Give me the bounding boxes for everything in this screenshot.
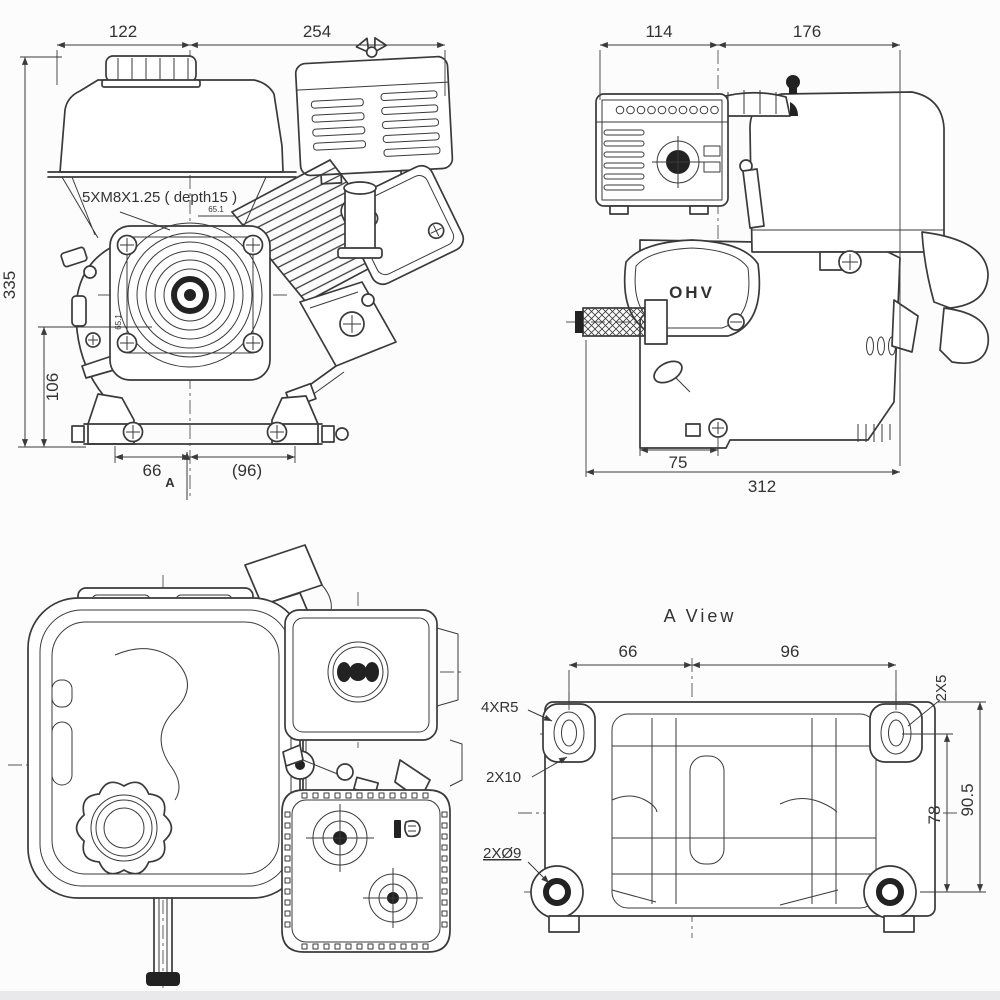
mount-hole-bottom-left — [530, 865, 584, 933]
mount-slot-top-right — [869, 703, 923, 763]
crankshaft-top — [146, 897, 180, 986]
front-view-engine-art — [47, 37, 465, 445]
a-view-dimensions: 66 96 2X5 4XR5 2X10 2XØ9 78 90.5 — [481, 642, 986, 893]
side-view: OHV 114 176 — [566, 22, 990, 496]
recoil-shroud — [109, 225, 271, 381]
fuel-tank-front — [59, 79, 284, 173]
front-view: 122 254 335 106 66 (96) A 5XM8X1.25 ( de… — [0, 22, 465, 500]
pto-shaft — [575, 299, 668, 345]
intake-tube — [344, 185, 376, 253]
top-view-engine-art — [27, 544, 463, 986]
dim-75: 75 — [669, 453, 688, 472]
muffler-front — [294, 37, 454, 185]
a-view: A View — [481, 606, 986, 938]
dim-106: 106 — [43, 373, 62, 401]
recoil-housing-top — [281, 789, 451, 953]
dim-176: 176 — [793, 22, 821, 41]
mount-slot-top-left — [542, 703, 596, 763]
a-view-base-plate — [530, 701, 936, 933]
note-2xd9: 2XØ9 — [483, 845, 521, 862]
vent-perforations — [284, 792, 448, 950]
footer-strip — [0, 991, 1000, 1000]
mount-hole-bottom-right — [863, 865, 917, 933]
muffler-side — [595, 93, 729, 215]
ohv-label: OHV — [669, 283, 715, 302]
dim-65-1-v: 65.1 — [114, 314, 123, 330]
section-label-a: A — [165, 475, 175, 490]
dim-122: 122 — [109, 22, 137, 41]
top-view — [8, 544, 463, 988]
shroud-bolts — [116, 234, 264, 354]
fuel-cap-knob — [75, 781, 173, 875]
recoil-pulley — [117, 222, 263, 368]
dim-66-front: 66 — [143, 461, 162, 480]
air-cleaner-top — [284, 609, 438, 741]
side-view-dimensions: 114 176 75 312 — [585, 22, 901, 496]
dim-90-5: 90.5 — [958, 783, 977, 816]
dim-312: 312 — [748, 477, 776, 496]
brand-mark — [394, 820, 421, 838]
tank-rib-curve — [114, 648, 188, 801]
thread-note: 5XM8X1.25 ( depth15 ) — [82, 189, 237, 206]
exhaust-deflector — [244, 544, 323, 606]
dim-78: 78 — [925, 806, 944, 825]
a-view-title: A View — [664, 606, 737, 626]
dim-65-1-h: 65.1 — [208, 205, 224, 214]
note-4xr5: 4XR5 — [481, 699, 519, 716]
side-view-engine-art: OHV — [575, 75, 990, 449]
oil-dipstick — [653, 360, 683, 384]
dim-114: 114 — [645, 22, 672, 41]
note-2x5: 2X5 — [933, 675, 950, 702]
fuel-cap-front — [105, 55, 197, 83]
front-view-dimensions: 122 254 335 106 66 (96) A 5XM8X1.25 ( de… — [0, 22, 446, 500]
dim-254: 254 — [303, 22, 331, 41]
dim-335: 335 — [0, 271, 19, 299]
air-filter-inlet — [921, 231, 989, 309]
dim-96-aview: 96 — [781, 642, 800, 661]
note-2x10: 2X10 — [486, 769, 521, 786]
fuel-tank-top — [27, 597, 304, 899]
dim-66-aview: 66 — [619, 642, 638, 661]
dim-96-front: (96) — [232, 461, 262, 480]
